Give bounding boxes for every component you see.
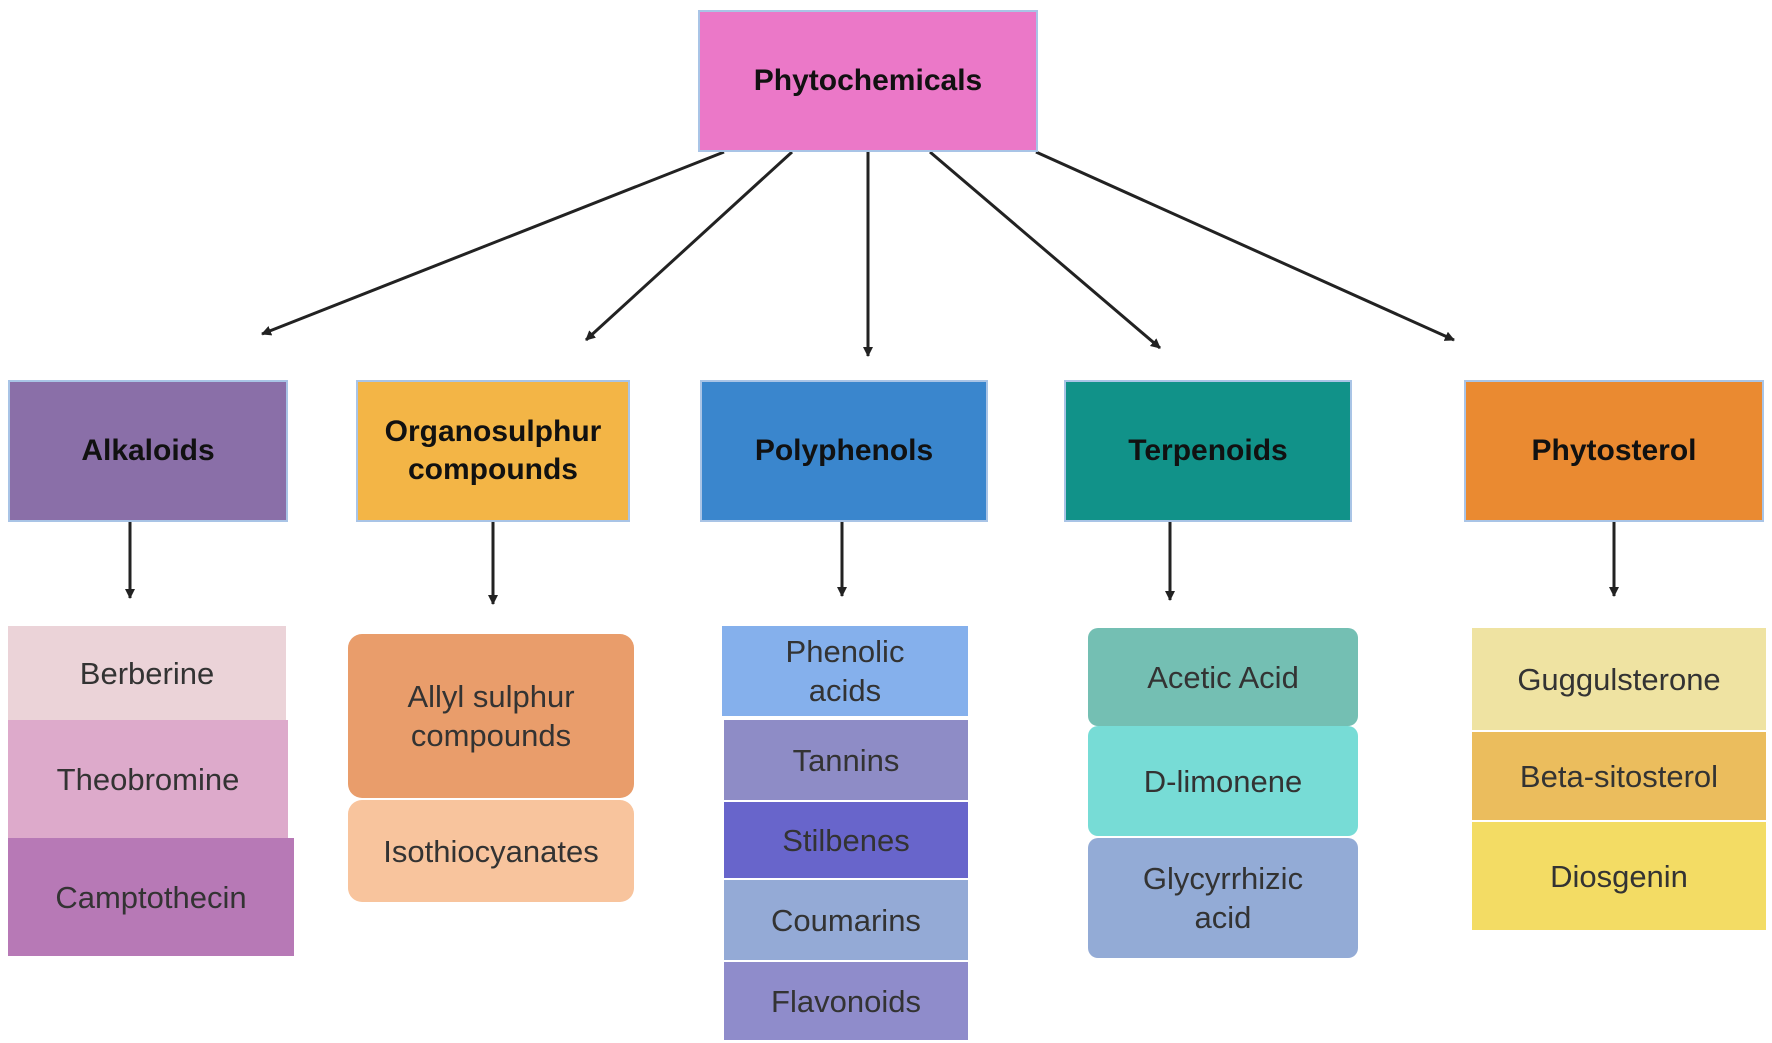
item-label: Acetic Acid xyxy=(1147,659,1299,695)
category-label: Phytosterol xyxy=(1531,434,1697,467)
item-flavonoids: Flavonoids xyxy=(724,962,968,1040)
item-camptothecin: Camptothecin xyxy=(8,838,294,956)
item-glycyrrhizic-acid: Glycyrrhizic acid xyxy=(1088,838,1358,958)
item-label: Guggulsterone xyxy=(1517,661,1721,697)
arrow-root-to-alkaloids xyxy=(261,150,725,336)
category-node-alkaloids: Alkaloids xyxy=(8,380,288,522)
item-label: Allyl sulphur compounds xyxy=(407,679,575,753)
item-guggulsterone: Guggulsterone xyxy=(1472,628,1766,730)
item-phenolic-acids: Phenolic acids xyxy=(722,626,968,716)
root-node-label: Phytochemicals xyxy=(753,64,983,97)
item-d-limonene: D-limonene xyxy=(1088,726,1358,836)
item-coumarins: Coumarins xyxy=(724,880,968,960)
category-node-terpenoids: Terpenoids xyxy=(1064,380,1352,522)
item-stilbenes: Stilbenes xyxy=(724,802,968,878)
item-isothiocyanates: Isothiocyanates xyxy=(348,800,634,902)
arrow-root-to-organosulphur xyxy=(584,150,794,342)
item-acetic-acid: Acetic Acid xyxy=(1088,628,1358,726)
category-node-phytosterol: Phytosterol xyxy=(1464,380,1764,522)
root-node-phytochemicals: Phytochemicals xyxy=(698,10,1038,152)
item-label: Phenolic acids xyxy=(785,634,905,708)
item-beta-sitosterol: Beta-sitosterol xyxy=(1472,732,1766,820)
category-label: Polyphenols xyxy=(754,434,934,467)
item-label: Flavonoids xyxy=(771,983,921,1019)
item-label: Beta-sitosterol xyxy=(1519,758,1719,794)
item-diosgenin: Diosgenin xyxy=(1472,822,1766,930)
item-label: Coumarins xyxy=(771,902,921,938)
item-label: Berberine xyxy=(79,656,215,691)
category-label: Alkaloids xyxy=(81,434,215,467)
item-label: Diosgenin xyxy=(1550,858,1688,894)
arrow-root-to-phytosterol xyxy=(1035,150,1455,342)
item-theobromine: Theobromine xyxy=(8,720,288,838)
item-label: Theobromine xyxy=(56,761,240,797)
item-label: D-limonene xyxy=(1143,763,1303,799)
item-label: Stilbenes xyxy=(782,822,910,858)
item-tannins: Tannins xyxy=(724,720,968,800)
category-node-organosulphur-compounds: Organosulphur compounds xyxy=(356,380,630,522)
category-label: Organosulphur compounds xyxy=(384,415,602,486)
item-label: Camptothecin xyxy=(55,879,247,915)
item-label: Isothiocyanates xyxy=(383,833,599,869)
item-allyl-sulphur-compounds: Allyl sulphur compounds xyxy=(348,634,634,798)
item-label: Tannins xyxy=(792,742,900,778)
arrow-root-to-terpenoids xyxy=(929,150,1161,350)
category-label: Terpenoids xyxy=(1128,434,1288,467)
item-label: Glycyrrhizic acid xyxy=(1142,861,1304,935)
item-berberine: Berberine xyxy=(8,626,286,721)
category-node-polyphenols: Polyphenols xyxy=(700,380,988,522)
